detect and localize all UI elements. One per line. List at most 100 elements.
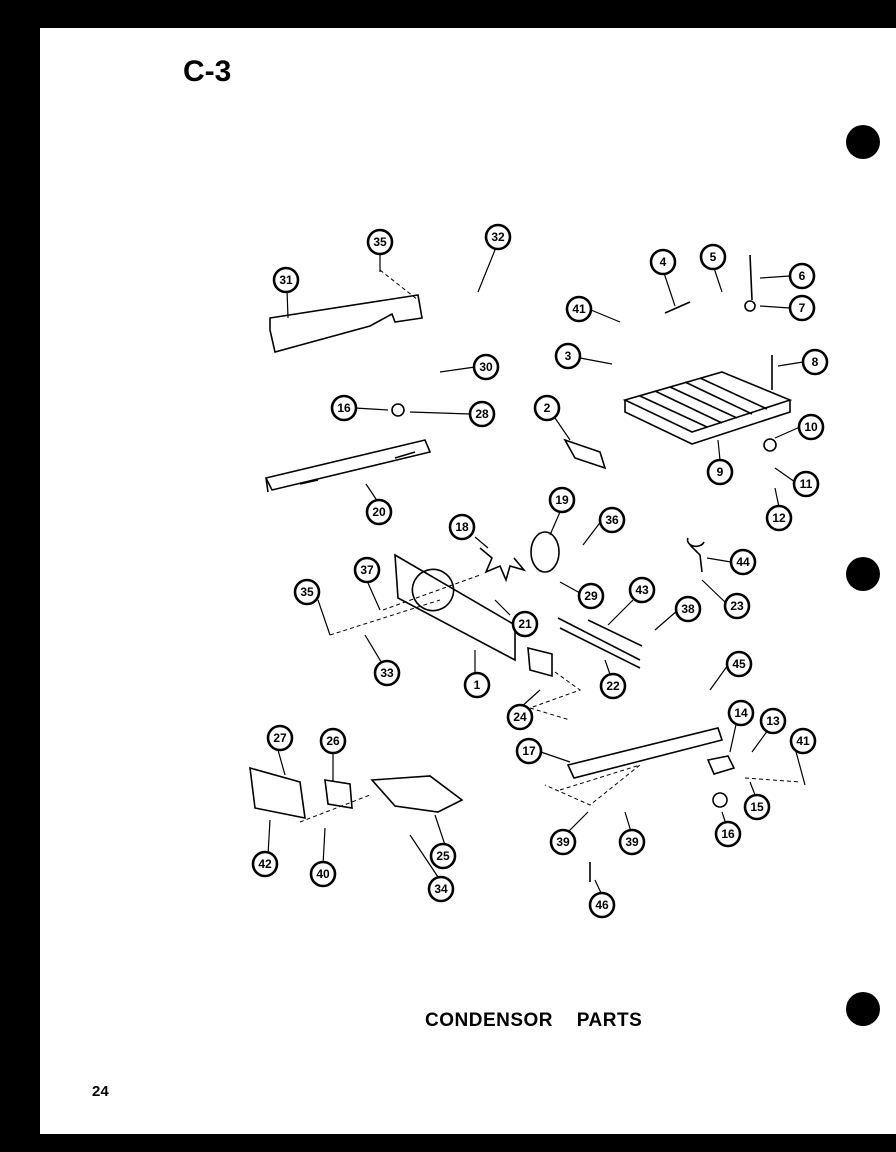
callout-20: 20	[365, 498, 393, 526]
section-code: C-3	[183, 55, 232, 88]
callout-9: 9	[706, 458, 734, 486]
binder-hole	[846, 125, 880, 159]
callout-17: 17	[515, 737, 543, 765]
mounting-plate-part	[527, 646, 553, 678]
callout-29: 29	[577, 582, 605, 610]
binder-hole	[846, 557, 880, 591]
callout-11: 11	[792, 470, 820, 498]
svg-text:30: 30	[479, 360, 493, 374]
callout-4: 4	[649, 248, 677, 276]
callout-34: 34	[427, 875, 455, 903]
svg-text:42: 42	[258, 857, 272, 871]
relay-part	[706, 755, 736, 775]
callout-37: 37	[353, 556, 381, 584]
grommet-part	[391, 403, 405, 417]
callout-2: 2	[533, 394, 561, 422]
callout-30: 30	[472, 353, 500, 381]
bracket-part	[563, 438, 607, 470]
svg-text:23: 23	[730, 599, 744, 613]
back-panel-part	[269, 294, 423, 353]
svg-text:36: 36	[605, 513, 619, 527]
grommet-part	[763, 438, 777, 452]
fan-blade-part	[479, 547, 527, 583]
callout-35: 35	[293, 578, 321, 606]
svg-text:24: 24	[513, 710, 527, 724]
callout-42: 42	[251, 850, 279, 878]
leader-lines	[267, 244, 806, 896]
callout-38: 38	[674, 595, 702, 623]
callout-8: 8	[801, 348, 829, 376]
pin-part	[664, 301, 691, 314]
svg-text:28: 28	[475, 407, 489, 421]
callout-16: 16	[714, 820, 742, 848]
callout-21: 21	[511, 610, 539, 638]
callout-28: 28	[468, 400, 496, 428]
callout-26: 26	[319, 727, 347, 755]
callout-41: 41	[789, 727, 817, 755]
callout-25: 25	[429, 842, 457, 870]
fan-motor-part	[530, 531, 560, 573]
callout-45: 45	[725, 650, 753, 678]
svg-text:37: 37	[360, 563, 374, 577]
callout-18: 18	[448, 513, 476, 541]
svg-text:31: 31	[279, 273, 293, 287]
shroud-rail-part	[264, 439, 432, 493]
condensor-grille-part	[622, 371, 793, 445]
svg-text:26: 26	[326, 734, 340, 748]
parts-sheet	[40, 28, 896, 1134]
page-number: 24	[92, 1083, 109, 1100]
assembly-line	[299, 269, 801, 823]
svg-text:27: 27	[273, 731, 287, 745]
svg-text:34: 34	[434, 882, 448, 896]
callout-22: 22	[599, 672, 627, 700]
svg-text:41: 41	[796, 734, 810, 748]
svg-text:18: 18	[455, 520, 469, 534]
callout-44: 44	[729, 548, 757, 576]
callout-13: 13	[759, 707, 787, 735]
grommet-part	[744, 300, 756, 312]
control-bracket-part	[249, 766, 306, 820]
svg-text:8: 8	[812, 355, 819, 369]
svg-text:39: 39	[556, 835, 570, 849]
binder-hole	[846, 992, 880, 1026]
svg-text:35: 35	[373, 235, 387, 249]
drain-pan-part	[370, 775, 464, 813]
base-rail-part	[566, 727, 724, 779]
callout-24: 24	[506, 703, 534, 731]
callout-1: 1	[463, 671, 491, 699]
callout-43: 43	[628, 576, 656, 604]
callout-27: 27	[266, 724, 294, 752]
svg-text:21: 21	[518, 617, 532, 631]
svg-text:46: 46	[595, 898, 609, 912]
svg-text:35: 35	[300, 585, 314, 599]
svg-text:14: 14	[734, 706, 748, 720]
svg-text:25: 25	[436, 849, 450, 863]
svg-text:9: 9	[717, 465, 724, 479]
callout-36: 36	[598, 506, 626, 534]
svg-text:16: 16	[337, 401, 351, 415]
svg-text:7: 7	[799, 301, 806, 315]
svg-text:3: 3	[565, 349, 572, 363]
callout-10: 10	[797, 413, 825, 441]
callout-31: 31	[272, 266, 300, 294]
callout-39: 39	[618, 828, 646, 856]
svg-text:4: 4	[660, 255, 667, 269]
callout-33: 33	[373, 659, 401, 687]
callout-3: 3	[554, 342, 582, 370]
callout-35: 35	[366, 228, 394, 256]
callout-32: 32	[484, 223, 512, 251]
drain-tube-part	[686, 537, 705, 573]
svg-text:39: 39	[625, 835, 639, 849]
page-title: CONDENSOR PARTS	[425, 1010, 643, 1031]
svg-text:29: 29	[584, 589, 598, 603]
svg-text:1: 1	[474, 678, 481, 692]
svg-text:10: 10	[804, 420, 818, 434]
svg-text:16: 16	[721, 827, 735, 841]
control-part	[324, 779, 353, 809]
svg-text:22: 22	[606, 679, 620, 693]
svg-text:12: 12	[772, 511, 786, 525]
callout-23: 23	[723, 592, 751, 620]
svg-text:5: 5	[710, 250, 717, 264]
svg-text:6: 6	[799, 269, 806, 283]
